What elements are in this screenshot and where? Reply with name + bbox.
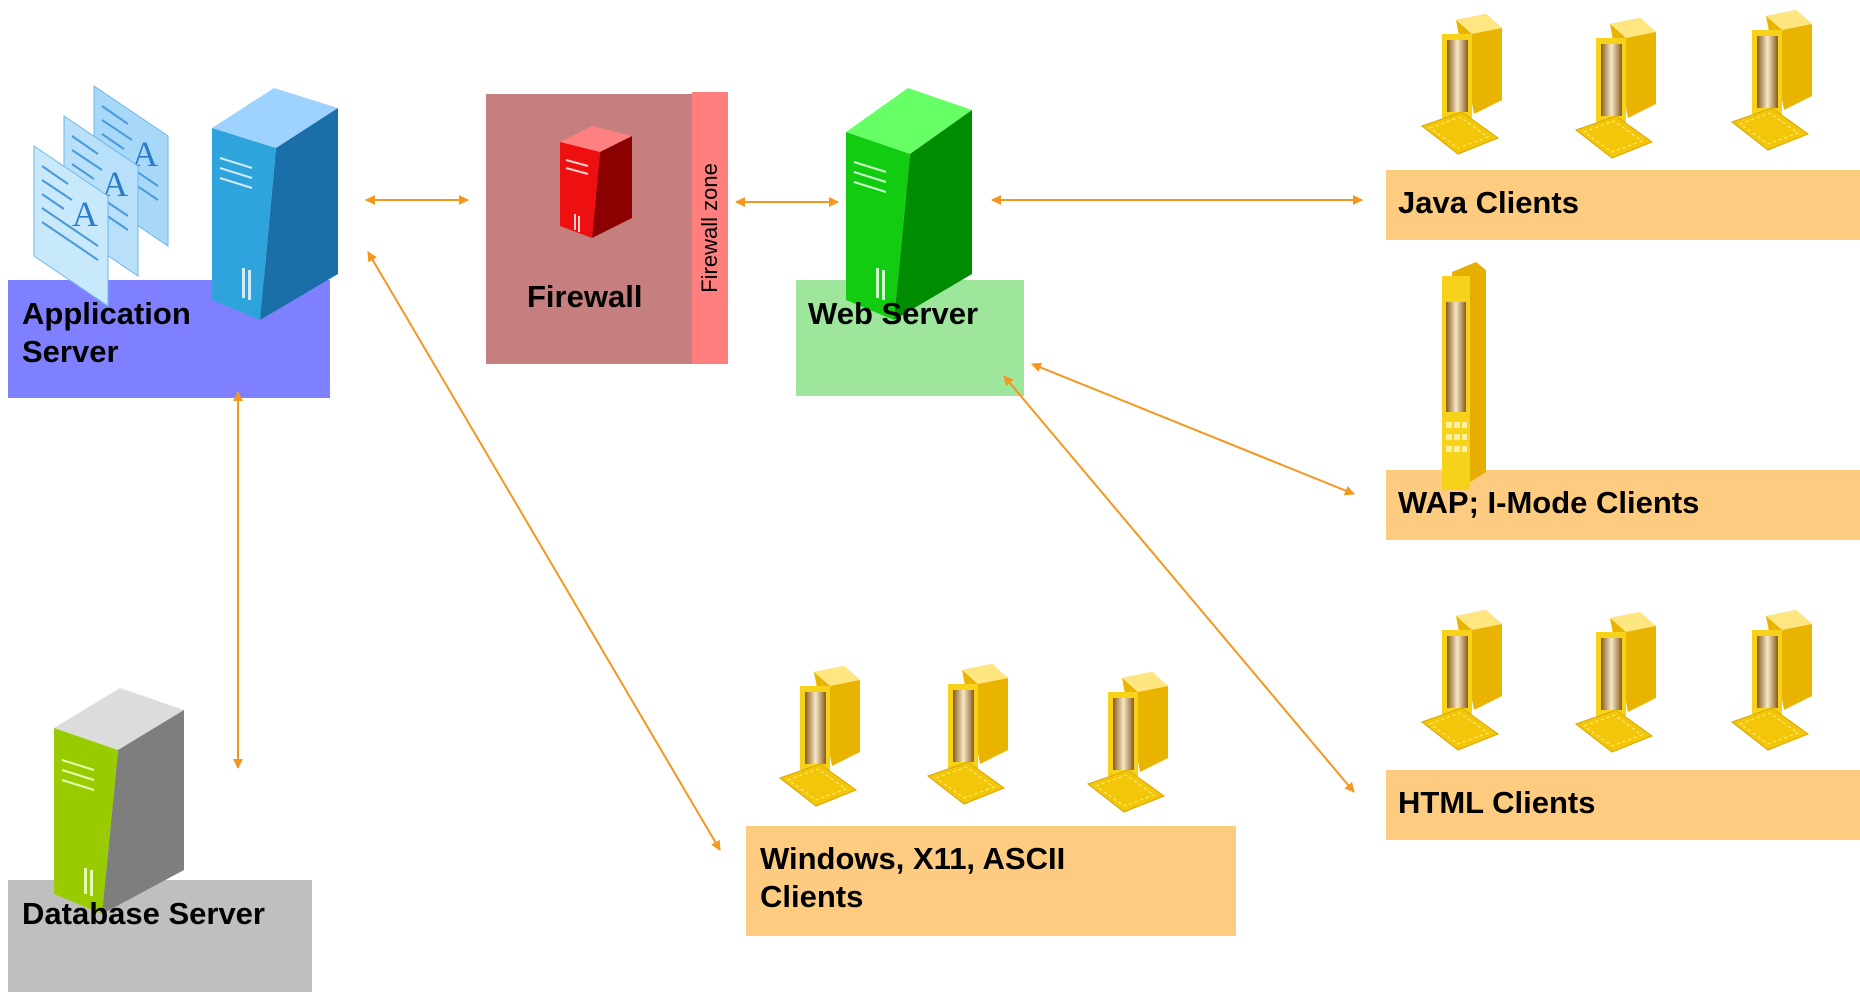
connector-app-desktop [367,251,721,851]
documents-icon: A A A [33,85,169,307]
connector-web-wap [1031,362,1355,496]
web-server-icon [846,88,972,320]
desktop-clients-label-line1: Windows, X11, ASCII [760,841,1066,876]
html-clients-label: HTML Clients [1398,785,1596,820]
html-client-computer-icon-2 [1575,611,1657,753]
wap-clients-label: WAP; I-Mode Clients [1398,485,1700,520]
firewall-server-icon [560,126,632,238]
application-server-label-line1: Application [22,296,191,331]
firewall-label: Firewall [527,279,643,314]
desktop-client-computer-icon-3 [1087,671,1169,813]
application-server-icon [212,88,338,320]
database-server-label: Database Server [22,896,265,931]
java-client-computer-icon-3 [1731,9,1813,151]
desktop-clients-label: Windows, X11, ASCII Clients [760,840,1065,916]
html-clients-box [1386,770,1860,840]
application-server-label: Application Server [22,295,191,371]
desktop-clients-box [746,826,1236,936]
java-client-computer-icon-2 [1575,17,1657,159]
java-clients-label: Java Clients [1398,185,1579,220]
connector-web-html [1003,375,1355,793]
desktop-client-computer-icon-1 [779,665,861,807]
mobile-phone-icon [1442,262,1486,490]
desktop-client-computer-icon-2 [927,663,1009,805]
java-clients-box [1386,170,1860,240]
html-client-computer-icon-3 [1731,609,1813,751]
desktop-clients-label-line2: Clients [760,879,864,914]
svg-text:A: A [72,194,98,234]
java-client-computer-icon-1 [1421,13,1503,155]
application-server-label-line2: Server [22,334,119,369]
database-server-box [8,880,312,992]
web-server-label: Web Server [808,296,979,331]
firewall-zone-label: Firewall zone [697,163,722,293]
database-server-icon [54,688,184,914]
html-client-computer-icon-1 [1421,609,1503,751]
